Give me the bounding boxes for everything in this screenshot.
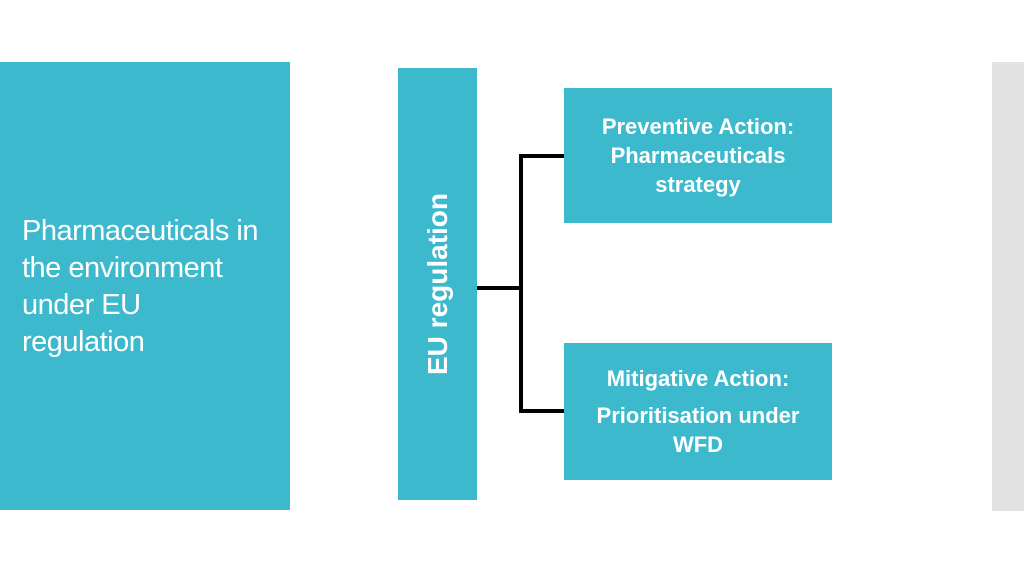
eu-regulation-label: EU regulation [421,192,453,376]
eu-regulation-bar: EU regulation [398,68,477,500]
mitigative-action-box: Mitigative Action: Prioritisation under … [564,343,832,480]
preventive-action-line-1: Preventive Action: [601,114,795,139]
right-margin-bar [992,62,1024,511]
title-panel: Pharmaceuticals in the environment under… [0,62,290,510]
connector-stub-line [477,286,521,290]
mitigative-action-body: Prioritisation under WFD [596,403,800,457]
connector-bottom-arm-line [521,409,564,413]
mitigative-action-heading: Mitigative Action: [606,366,790,391]
preventive-action-box: Preventive Action: Pharmaceuticals strat… [564,88,832,223]
preventive-action-line-3: strategy [655,172,741,197]
connector-top-arm-line [521,154,564,158]
preventive-action-line-2: Pharmaceuticals [610,143,786,168]
connector-vertical-line [519,154,523,413]
slide-title: Pharmaceuticals in the environment under… [22,215,259,358]
